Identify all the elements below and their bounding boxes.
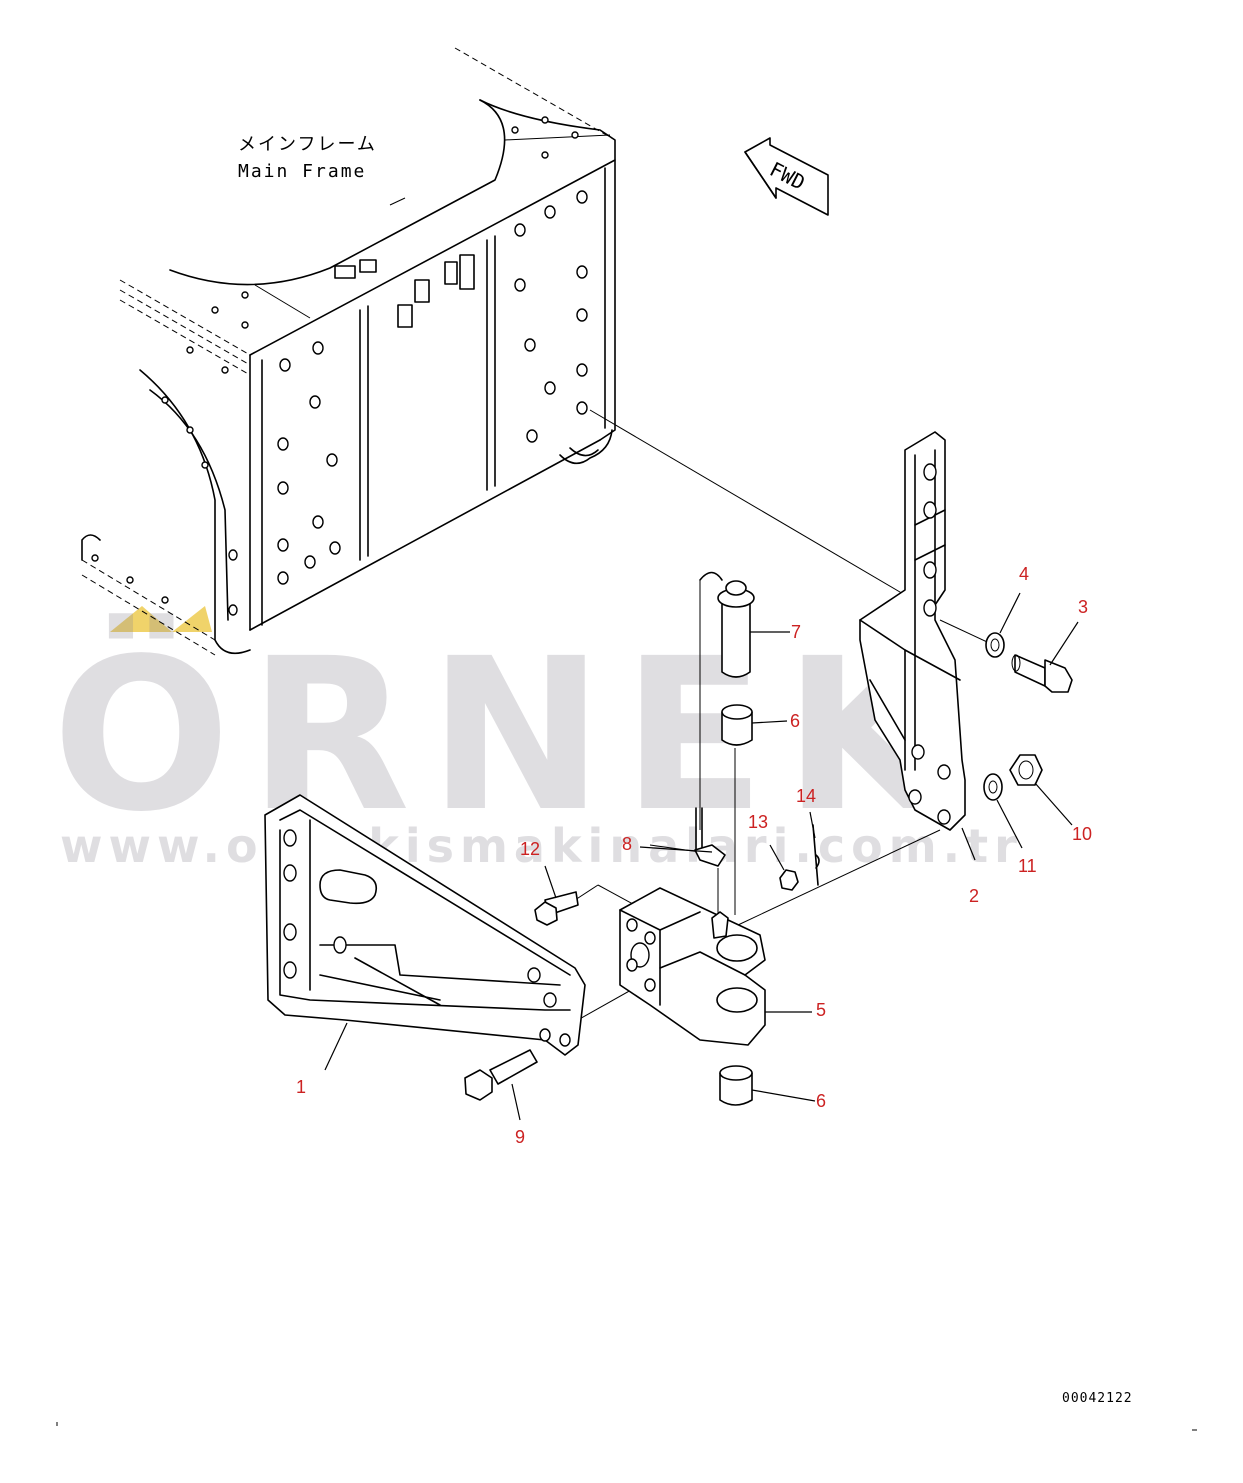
drawing-number: 00042122 [1062,1391,1133,1406]
callouts: 1 2 3 4 5 6 6 7 8 9 10 11 12 13 14 [296,564,1092,1147]
main-frame-label-jp: メインフレーム [238,134,377,155]
part-6-bushing-lower [719,1065,753,1106]
callout-10: 10 [1072,824,1092,844]
callout-11: 11 [1018,856,1037,876]
part-1-bracket [264,794,586,1056]
callout-2: 2 [969,886,979,906]
watermark-accent-left [110,606,172,632]
part-3-bolt [1011,654,1073,693]
main-frame-holes [91,116,588,616]
callout-5: 5 [816,1000,826,1020]
callout-9: 9 [515,1127,525,1147]
leader-lines [324,592,1079,1121]
callout-3: 3 [1078,597,1088,617]
callout-12: 12 [520,839,540,859]
part-12-bolt [534,891,579,926]
part-13-nut [779,869,799,891]
callout-13: 13 [748,812,768,832]
callout-14: 14 [796,786,816,806]
part-7-pin [699,571,755,678]
part-10-nut [1009,754,1043,786]
watermark: ÖRNEK www.ornekismakinalari.com.tr [52,606,1023,873]
callout-8: 8 [622,834,632,854]
main-frame-label-en: Main Frame [238,161,366,182]
watermark-url: www.ornekismakinalari.com.tr [60,819,1023,873]
assembly-lines [559,409,1001,1031]
part-9-bolt [464,1049,538,1101]
part-8-chain-bracket [694,807,726,867]
callout-4: 4 [1019,564,1029,584]
callout-1: 1 [296,1077,306,1097]
part-5-coupling [619,887,766,1046]
fwd-arrow: FWD [744,137,829,216]
part-4-washer [985,632,1005,658]
callout-6-upper: 6 [790,711,800,731]
part-2-bracket [859,431,966,831]
part-6-bushing-upper [721,704,753,746]
part-11-washer [983,773,1003,801]
main-frame-drawing: メインフレーム Main Frame [81,47,616,656]
callout-6-lower: 6 [816,1091,826,1111]
watermark-brand: ÖRNEK [52,612,964,858]
watermark-accent-right [172,606,212,632]
callout-7: 7 [791,622,801,642]
